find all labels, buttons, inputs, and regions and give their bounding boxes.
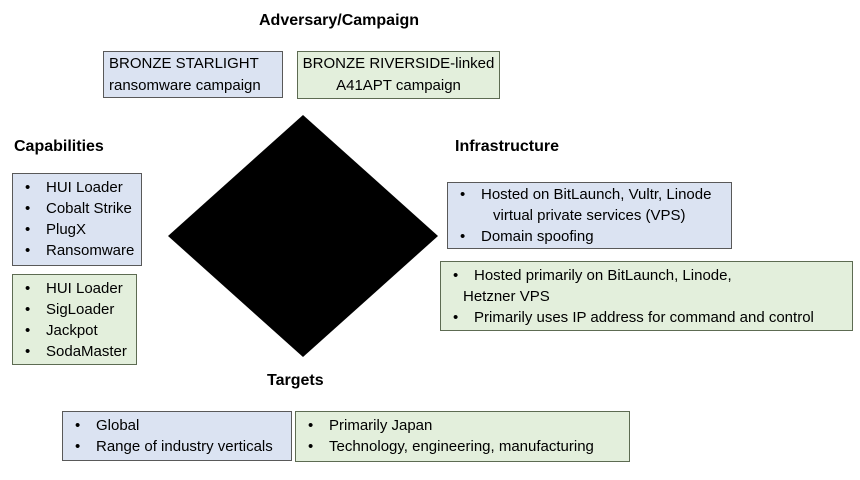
bullet-dot: • [75,438,81,455]
list-item: • HUI Loader [13,278,136,299]
bullet-dot: • [25,280,31,297]
list-item: • Ransomware [13,240,141,261]
list-item-continuation: Hetzner VPS [463,288,550,305]
list-item-text: SodaMaster [46,343,127,360]
bullet-dot: • [308,417,314,434]
list-item-text: Range of industry verticals [96,438,273,455]
adversary-box-line: BRONZE STARLIGHT [109,54,259,72]
targets-bronze-starlight-box: • Global • Range of industry verticals [62,411,292,461]
list-item-text: Jackpot [46,322,98,339]
list-item-text: Ransomware [46,242,135,259]
bullet-dot: • [453,267,459,284]
infrastructure-heading: Infrastructure [455,138,560,155]
list-item: • HUI Loader [13,177,141,198]
list-item-text: Primarily uses IP address for command an… [474,309,814,326]
bullet-dot: • [25,301,31,318]
list-item: • Domain spoofing [448,226,731,247]
list-item: • SodaMaster [13,341,136,362]
infrastructure-bronze-starlight-box: • Hosted on BitLaunch, Vultr, Linode vir… [447,182,732,249]
list-item: • SigLoader [13,299,136,320]
adversary-box-line: A41APT campaign [336,77,461,94]
adversary-bronze-starlight-box: BRONZE STARLIGHT ransomware campaign [103,51,283,98]
bullet-dot: • [25,221,31,238]
list-item: • Hosted on BitLaunch, Vultr, Linode [448,184,731,205]
capabilities-bronze-starlight-box: • HUI Loader • Cobalt Strike • PlugX • R… [12,173,142,266]
list-item: • Hosted primarily on BitLaunch, Linode, [441,265,852,286]
list-item: • PlugX [13,219,141,240]
bullet-dot: • [25,179,31,196]
list-item-text: Technology, engineering, manufacturing [329,438,594,455]
list-item: • Jackpot [13,320,136,341]
list-item-text: Domain spoofing [481,228,594,245]
bullet-dot: • [25,343,31,360]
list-item-text: HUI Loader [46,179,123,196]
targets-a41apt-box: • Primarily Japan • Technology, engineer… [295,411,630,462]
bullet-dot: • [460,186,466,203]
capabilities-heading: Capabilities [14,138,104,155]
list-item-continuation: virtual private services (VPS) [493,207,686,224]
bullet-dot: • [25,242,31,259]
adversary-box-line: ransomware campaign [109,76,261,94]
list-item: • Range of industry verticals [63,436,291,457]
bullet-dot: • [460,228,466,245]
infrastructure-a41apt-box: • Hosted primarily on BitLaunch, Linode,… [440,261,853,331]
bullet-dot: • [75,417,81,434]
list-item-text: Primarily Japan [329,417,433,434]
list-item: • Primarily Japan [296,415,629,436]
adversary-heading: Adversary/Campaign [259,12,420,29]
list-item-text: Hosted on BitLaunch, Vultr, Linode [481,186,712,203]
list-item-text: HUI Loader [46,280,123,297]
bullet-dot: • [25,200,31,217]
list-item: • Primarily uses IP address for command … [441,307,852,328]
capabilities-a41apt-box: • HUI Loader • SigLoader • Jackpot • Sod… [12,274,137,365]
list-item-text: PlugX [46,221,87,238]
bullet-dot: • [308,438,314,455]
list-item-text: SigLoader [46,301,115,318]
bullet-dot: • [25,322,31,339]
diamond-polygon [168,115,438,357]
list-item: • Cobalt Strike [13,198,141,219]
list-item-text: Global [96,417,140,434]
list-item-text: Cobalt Strike [46,200,132,217]
targets-heading: Targets [267,372,324,389]
bullet-dot: • [453,309,459,326]
adversary-box-line: BRONZE RIVERSIDE-linked [302,55,495,72]
list-item: • Global [63,415,291,436]
list-item: • Technology, engineering, manufacturing [296,436,629,457]
adversary-a41apt-box: BRONZE RIVERSIDE-linked A41APT campaign [297,51,500,99]
list-item-text: Hosted primarily on BitLaunch, Linode, [474,267,732,284]
